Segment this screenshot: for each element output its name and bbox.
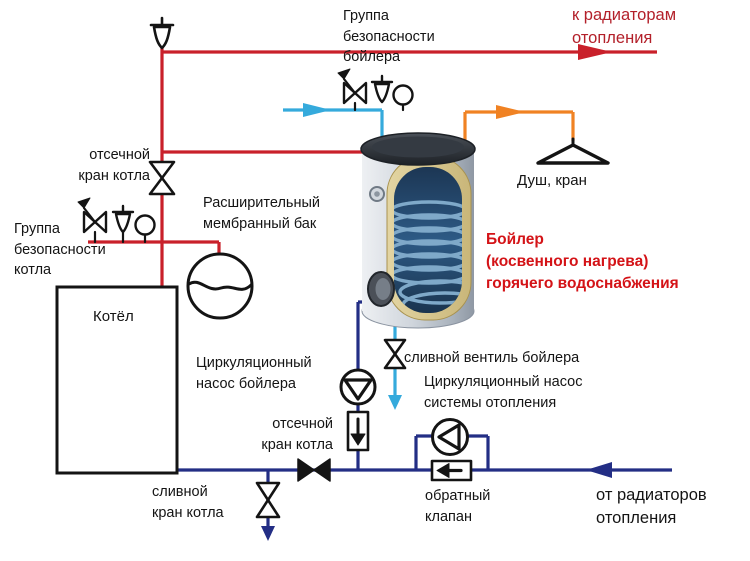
label-check-valve: обратный клапан <box>425 488 491 525</box>
label-kotel-safety-group: Группа безопасности котла <box>14 221 106 279</box>
label-shower-tap: Душ, кран <box>517 172 587 189</box>
boiler-safety-group-icons <box>337 68 414 112</box>
label-boiler-shutoff-bottom: отсечной кран котла <box>261 416 333 453</box>
kotel-shutoff-valve-icon <box>297 458 331 482</box>
flow-arrow-kotel-drain <box>261 526 275 541</box>
label-to-radiators: к радиаторам отопления <box>572 6 677 48</box>
flow-arrow-dhw <box>496 105 525 119</box>
relief-valve-flag-icon <box>337 68 351 80</box>
relief-valve-flag-icon <box>77 197 91 209</box>
label-boiler-drain-valve: сливной вентиль бойлера <box>404 350 580 366</box>
boiler-circulation-pump-icon <box>339 368 377 406</box>
flow-arrow-cold-inlet <box>303 103 331 117</box>
boiler-shutoff-valve-top-icon <box>148 160 176 196</box>
tank-heating-coil <box>394 200 462 313</box>
kotel-drain-valve-icon <box>255 481 281 519</box>
kotel-safety-group-icons <box>77 197 156 244</box>
boiler-drain-valve-icon <box>383 338 407 370</box>
label-from-radiators: от радиаторов отопления <box>596 486 707 528</box>
label-boiler-circ-pump: Циркуляционный насос бойлера <box>196 355 312 392</box>
label-boiler-safety-group: Группа безопасности бойлера <box>343 8 435 66</box>
flow-arrow-to-radiators <box>578 44 612 60</box>
label-boiler-shutoff-top: отсечной кран котла <box>78 147 150 184</box>
label-kotel: Котёл <box>93 308 134 325</box>
dhw-pipes <box>463 105 575 148</box>
label-boiler-title: Бойлер (косвенного нагрева) горячего вод… <box>486 231 679 292</box>
kotel-box <box>55 285 179 475</box>
label-expansion-tank: Расширительный мембранный бак <box>203 195 321 232</box>
shower-icon <box>536 137 610 165</box>
heating-circulation-pump-icon <box>431 418 469 456</box>
label-kotel-drain-valve: сливной кран котла <box>152 484 224 521</box>
flow-arrow-from-radiators <box>586 462 612 478</box>
boiler-check-valve-icon <box>346 410 370 452</box>
heating-check-valve-icon <box>430 459 473 482</box>
manometer-icon <box>134 214 156 236</box>
label-heating-circ-pump: Циркуляционный насос системы отопления <box>424 374 583 411</box>
safety-valve-icon <box>149 16 175 50</box>
manometer-icon <box>392 84 414 106</box>
expansion-tank-icon <box>186 252 254 320</box>
indirect-boiler-tank <box>360 132 476 329</box>
flow-arrow-boiler-drain <box>388 395 402 410</box>
